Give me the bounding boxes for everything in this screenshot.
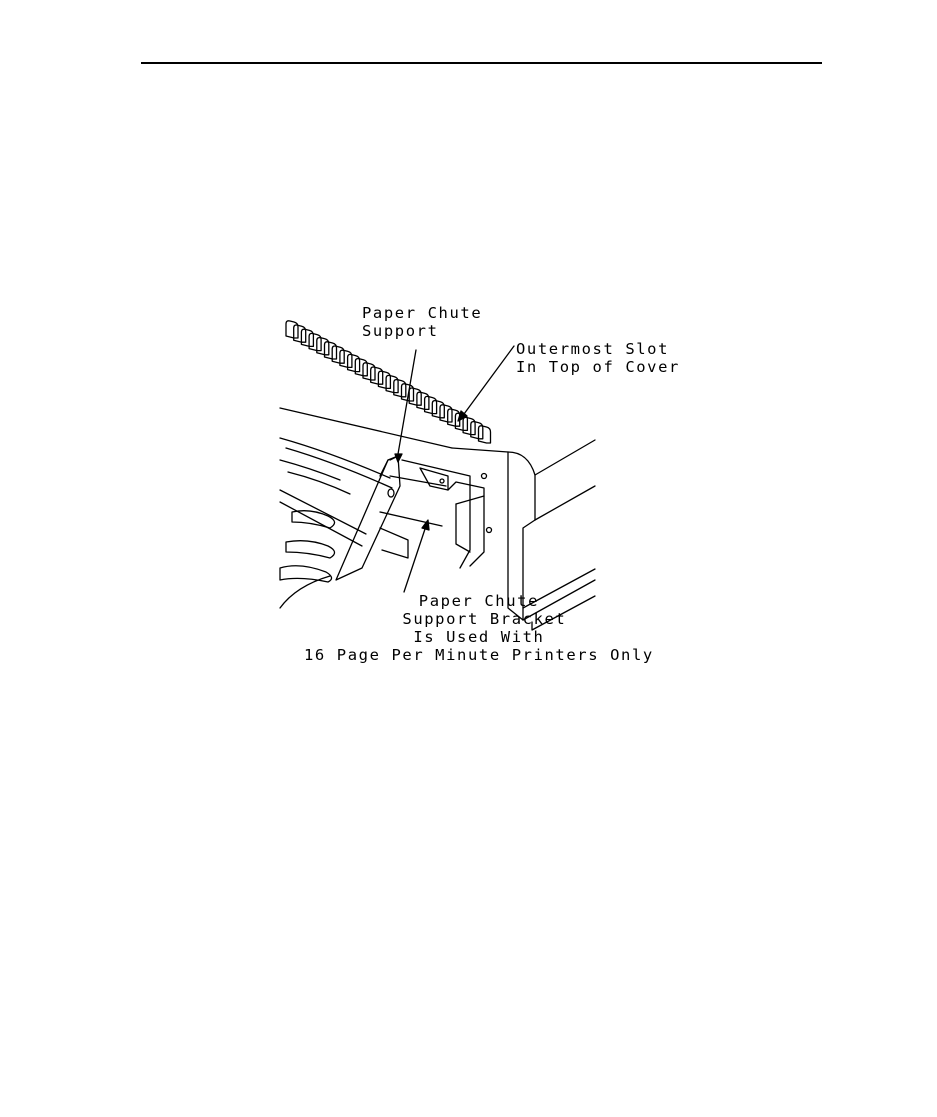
tray-rib bbox=[286, 448, 392, 488]
vent-slot bbox=[332, 346, 344, 363]
vent-slot bbox=[409, 388, 421, 405]
body-seam-line bbox=[535, 486, 595, 520]
vent-slot bbox=[432, 401, 444, 418]
side-guide-block bbox=[448, 482, 484, 566]
vent-slot bbox=[471, 422, 483, 439]
vent-slot bbox=[309, 333, 321, 350]
vent-slot bbox=[294, 325, 306, 342]
vent-slot bbox=[378, 371, 390, 388]
leader-lines bbox=[395, 346, 514, 592]
chute-top-rail bbox=[390, 476, 446, 486]
tray-rib bbox=[280, 438, 390, 478]
vent-slot bbox=[386, 375, 398, 392]
callout-outermost-slot: Outermost Slot In Top of Cover bbox=[516, 340, 680, 376]
vent-slot bbox=[317, 338, 329, 355]
vent-slot bbox=[479, 426, 491, 443]
vent-slot bbox=[325, 342, 337, 359]
header-rule bbox=[141, 62, 822, 64]
mount-screw bbox=[440, 479, 444, 483]
chute-lower-block bbox=[380, 528, 408, 558]
callout-paper-chute-support: Paper Chute Support bbox=[362, 304, 482, 340]
bracket-pin bbox=[388, 489, 394, 497]
cover-screw bbox=[482, 474, 487, 479]
paper-chute-support-bracket bbox=[336, 456, 400, 580]
vent-slot bbox=[417, 392, 429, 409]
vent-slot bbox=[363, 363, 375, 380]
vent-slot bbox=[425, 396, 437, 413]
callout-support-bracket: Paper Chute Support Bracket Is Used With… bbox=[304, 592, 654, 664]
tray-edge bbox=[280, 502, 362, 546]
bracket-fold bbox=[380, 460, 388, 476]
mount-plate bbox=[420, 468, 448, 490]
body-top-back-edge bbox=[535, 440, 595, 475]
tray-rib bbox=[288, 472, 350, 494]
leader-outermost-slot bbox=[464, 346, 514, 414]
cover-rounded-corner bbox=[508, 452, 535, 520]
cover-screw-lower bbox=[487, 528, 492, 533]
side-guide-face bbox=[456, 504, 470, 552]
vent-slot bbox=[440, 405, 452, 422]
vent-slot bbox=[371, 367, 383, 384]
vent-slot bbox=[355, 359, 367, 376]
cover-top-front-edge bbox=[452, 448, 508, 452]
tray-slot bbox=[280, 566, 332, 582]
leader-bracket bbox=[404, 526, 426, 592]
paper-chute-support-illustration: Paper Chute Support Outermost Slot In To… bbox=[270, 290, 670, 680]
vent-slot bbox=[340, 350, 352, 367]
vent-slot bbox=[301, 329, 313, 346]
output-opening bbox=[402, 460, 470, 568]
vent-slot bbox=[448, 409, 460, 426]
vent-slot bbox=[348, 354, 360, 371]
vent-slot bbox=[463, 417, 475, 434]
cover-top-edge bbox=[280, 408, 452, 448]
vent-slot bbox=[286, 321, 298, 338]
tray-slot bbox=[286, 541, 335, 558]
vent-slot bbox=[394, 380, 406, 397]
chute-bottom-rail bbox=[380, 512, 442, 526]
arrowhead-chute-support bbox=[395, 454, 402, 462]
